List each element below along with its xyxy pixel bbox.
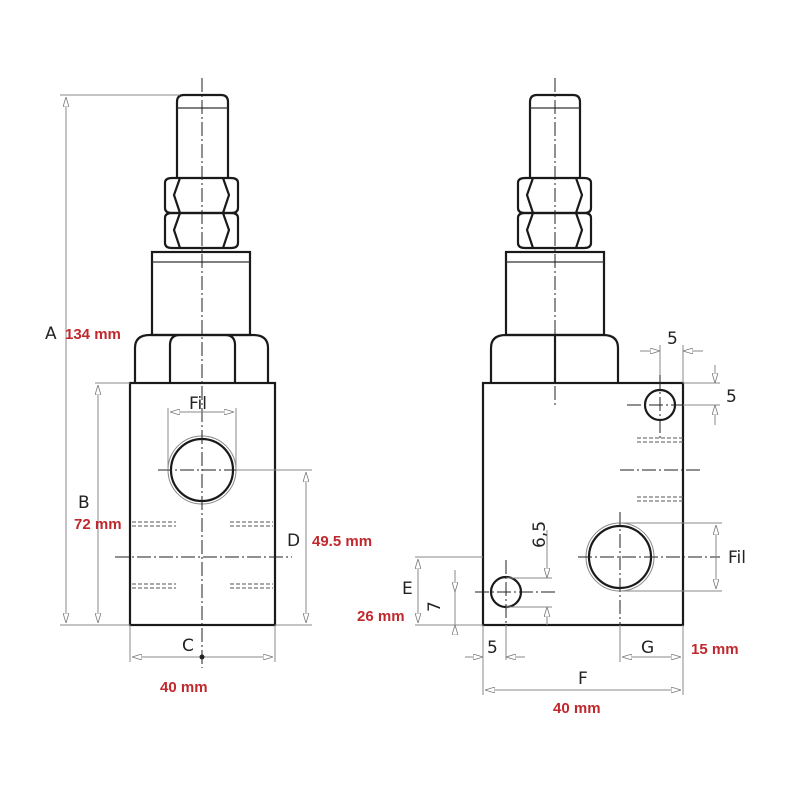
neck: [150, 250, 252, 337]
lock-nut-lower: [163, 211, 240, 250]
fil-label: Fil: [189, 394, 207, 414]
dim-d-label: D: [287, 531, 300, 551]
dim-b-label: B: [78, 493, 90, 513]
dim-top-y: 5: [726, 387, 737, 407]
dim-f-label: F: [578, 669, 588, 689]
fil-label: Fil: [728, 548, 746, 568]
lock-nut-lower: [516, 211, 593, 250]
dim-bottom-x: 5: [487, 638, 498, 658]
dim-f-value: 40 mm: [553, 700, 601, 717]
dim-a-label: A: [45, 324, 57, 344]
dim-hole-y: 7: [425, 601, 445, 612]
dim-e-label: E: [402, 579, 413, 599]
dim-g-label: G: [641, 638, 654, 658]
left-view: Fil A 134 mm B 72 mm C 40 mm D 49.5 mm: [45, 78, 372, 696]
dim-g-value: 15 mm: [691, 641, 739, 658]
dim-top-x: 5: [667, 329, 678, 349]
dim-a-value: 134 mm: [65, 326, 121, 343]
dim-c-label: C: [182, 636, 194, 656]
body-block: [481, 381, 685, 627]
dim-b-value: 72 mm: [74, 516, 122, 533]
hex-nut: [133, 333, 270, 383]
dim-hole-dia: 6,5: [530, 521, 550, 548]
dim-d-value: 49.5 mm: [312, 533, 372, 550]
dim-c-value: 40 mm: [160, 679, 208, 696]
right-view: 5 5 Fil 6,5 7 E 26 mm 5 G 15 mm F 40 mm: [357, 78, 746, 717]
dim-e-value: 26 mm: [357, 608, 405, 625]
